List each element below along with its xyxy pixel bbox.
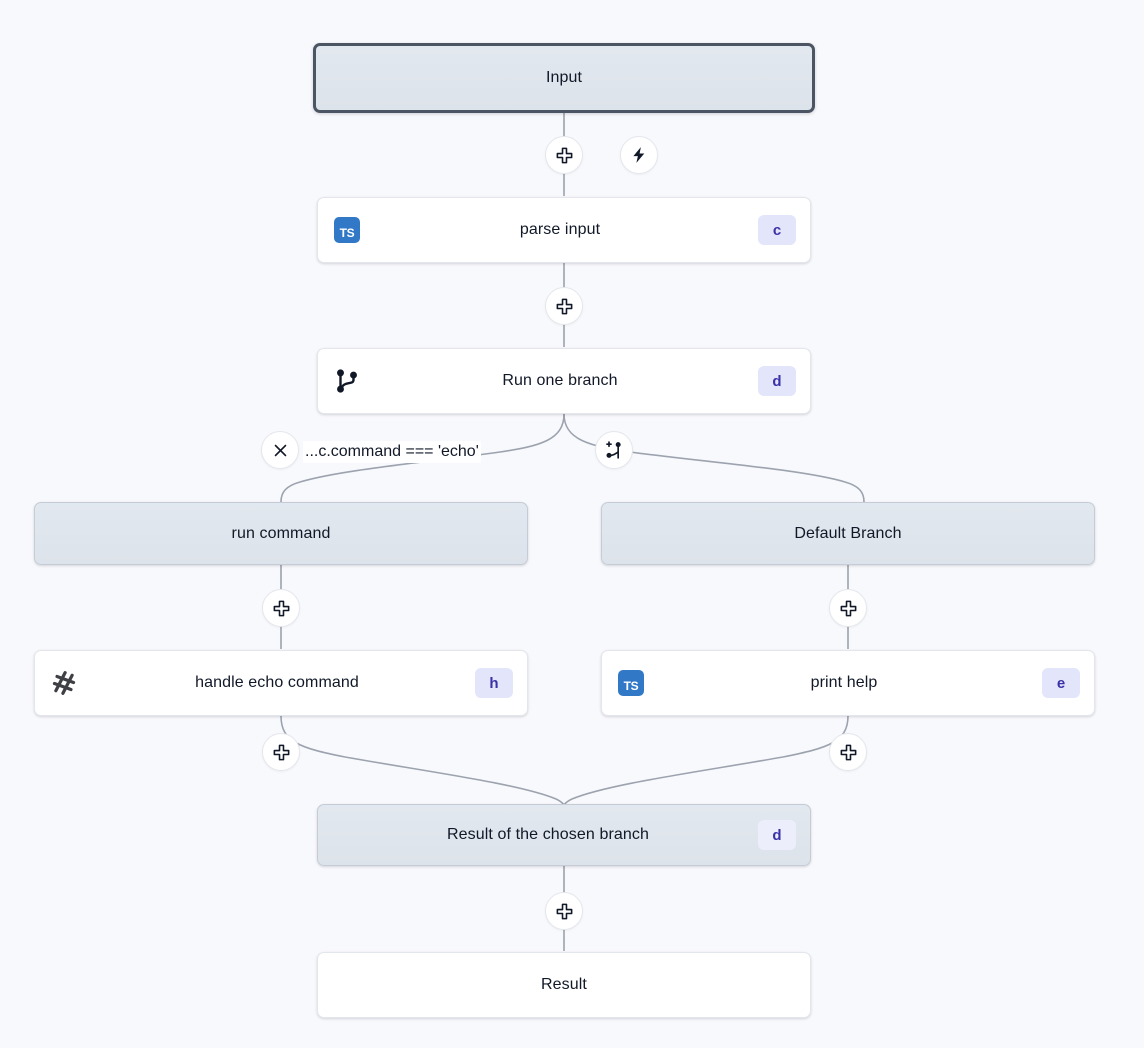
- add-branch-button[interactable]: [595, 431, 633, 469]
- node-parse-input[interactable]: TS parse input c: [317, 197, 811, 263]
- edge-print-to-result: [563, 715, 849, 807]
- node-run-one-branch-badge[interactable]: d: [758, 366, 796, 396]
- node-input[interactable]: Input: [313, 43, 815, 113]
- node-default-branch-label: Default Branch: [794, 524, 902, 542]
- add-step-button-after-result-of-chosen-branch[interactable]: [545, 892, 583, 930]
- add-step-button-after-run-command[interactable]: [262, 589, 300, 627]
- node-run-command-label: run command: [231, 524, 331, 542]
- branch-condition-label[interactable]: ...c.command === 'echo': [303, 441, 481, 463]
- node-run-command[interactable]: run command: [34, 502, 528, 565]
- git-branch-icon: [332, 366, 362, 396]
- node-result-of-chosen-branch-badge[interactable]: d: [758, 820, 796, 850]
- node-result-of-chosen-branch[interactable]: Result of the chosen branch d: [317, 804, 811, 866]
- node-run-one-branch[interactable]: Run one branch d: [317, 348, 811, 414]
- node-run-one-branch-label: Run one branch: [502, 372, 618, 389]
- typescript-icon: TS: [616, 668, 646, 698]
- node-print-help-label: print help: [810, 674, 878, 691]
- node-result-label: Result: [541, 976, 587, 993]
- node-handle-echo-command-badge[interactable]: h: [475, 668, 513, 698]
- typescript-icon-label: TS: [334, 217, 360, 243]
- typescript-icon: TS: [332, 215, 362, 245]
- node-default-branch[interactable]: Default Branch: [601, 502, 1095, 565]
- node-result-of-chosen-branch-label: Result of the chosen branch: [447, 826, 649, 843]
- node-handle-echo-command-label: handle echo command: [195, 674, 359, 691]
- add-step-button-after-handle-echo-command[interactable]: [262, 733, 300, 771]
- node-handle-echo-command[interactable]: handle echo command h: [34, 650, 528, 716]
- node-print-help[interactable]: TS print help e: [601, 650, 1095, 716]
- typescript-icon-label: TS: [618, 670, 644, 696]
- edge-handle-to-result: [280, 715, 565, 807]
- node-print-help-badge[interactable]: e: [1042, 668, 1080, 698]
- node-result[interactable]: Result: [317, 952, 811, 1018]
- node-parse-input-label: parse input: [519, 221, 601, 238]
- node-input-label: Input: [545, 69, 583, 86]
- trigger-button[interactable]: [620, 136, 658, 174]
- add-step-button-after-input[interactable]: [545, 136, 583, 174]
- add-step-button-after-default-branch[interactable]: [829, 589, 867, 627]
- add-step-button-after-parse-input[interactable]: [545, 287, 583, 325]
- node-parse-input-badge[interactable]: c: [758, 215, 796, 245]
- remove-branch-button[interactable]: [261, 431, 299, 469]
- hash-icon: [49, 668, 79, 698]
- add-step-button-after-print-help[interactable]: [829, 733, 867, 771]
